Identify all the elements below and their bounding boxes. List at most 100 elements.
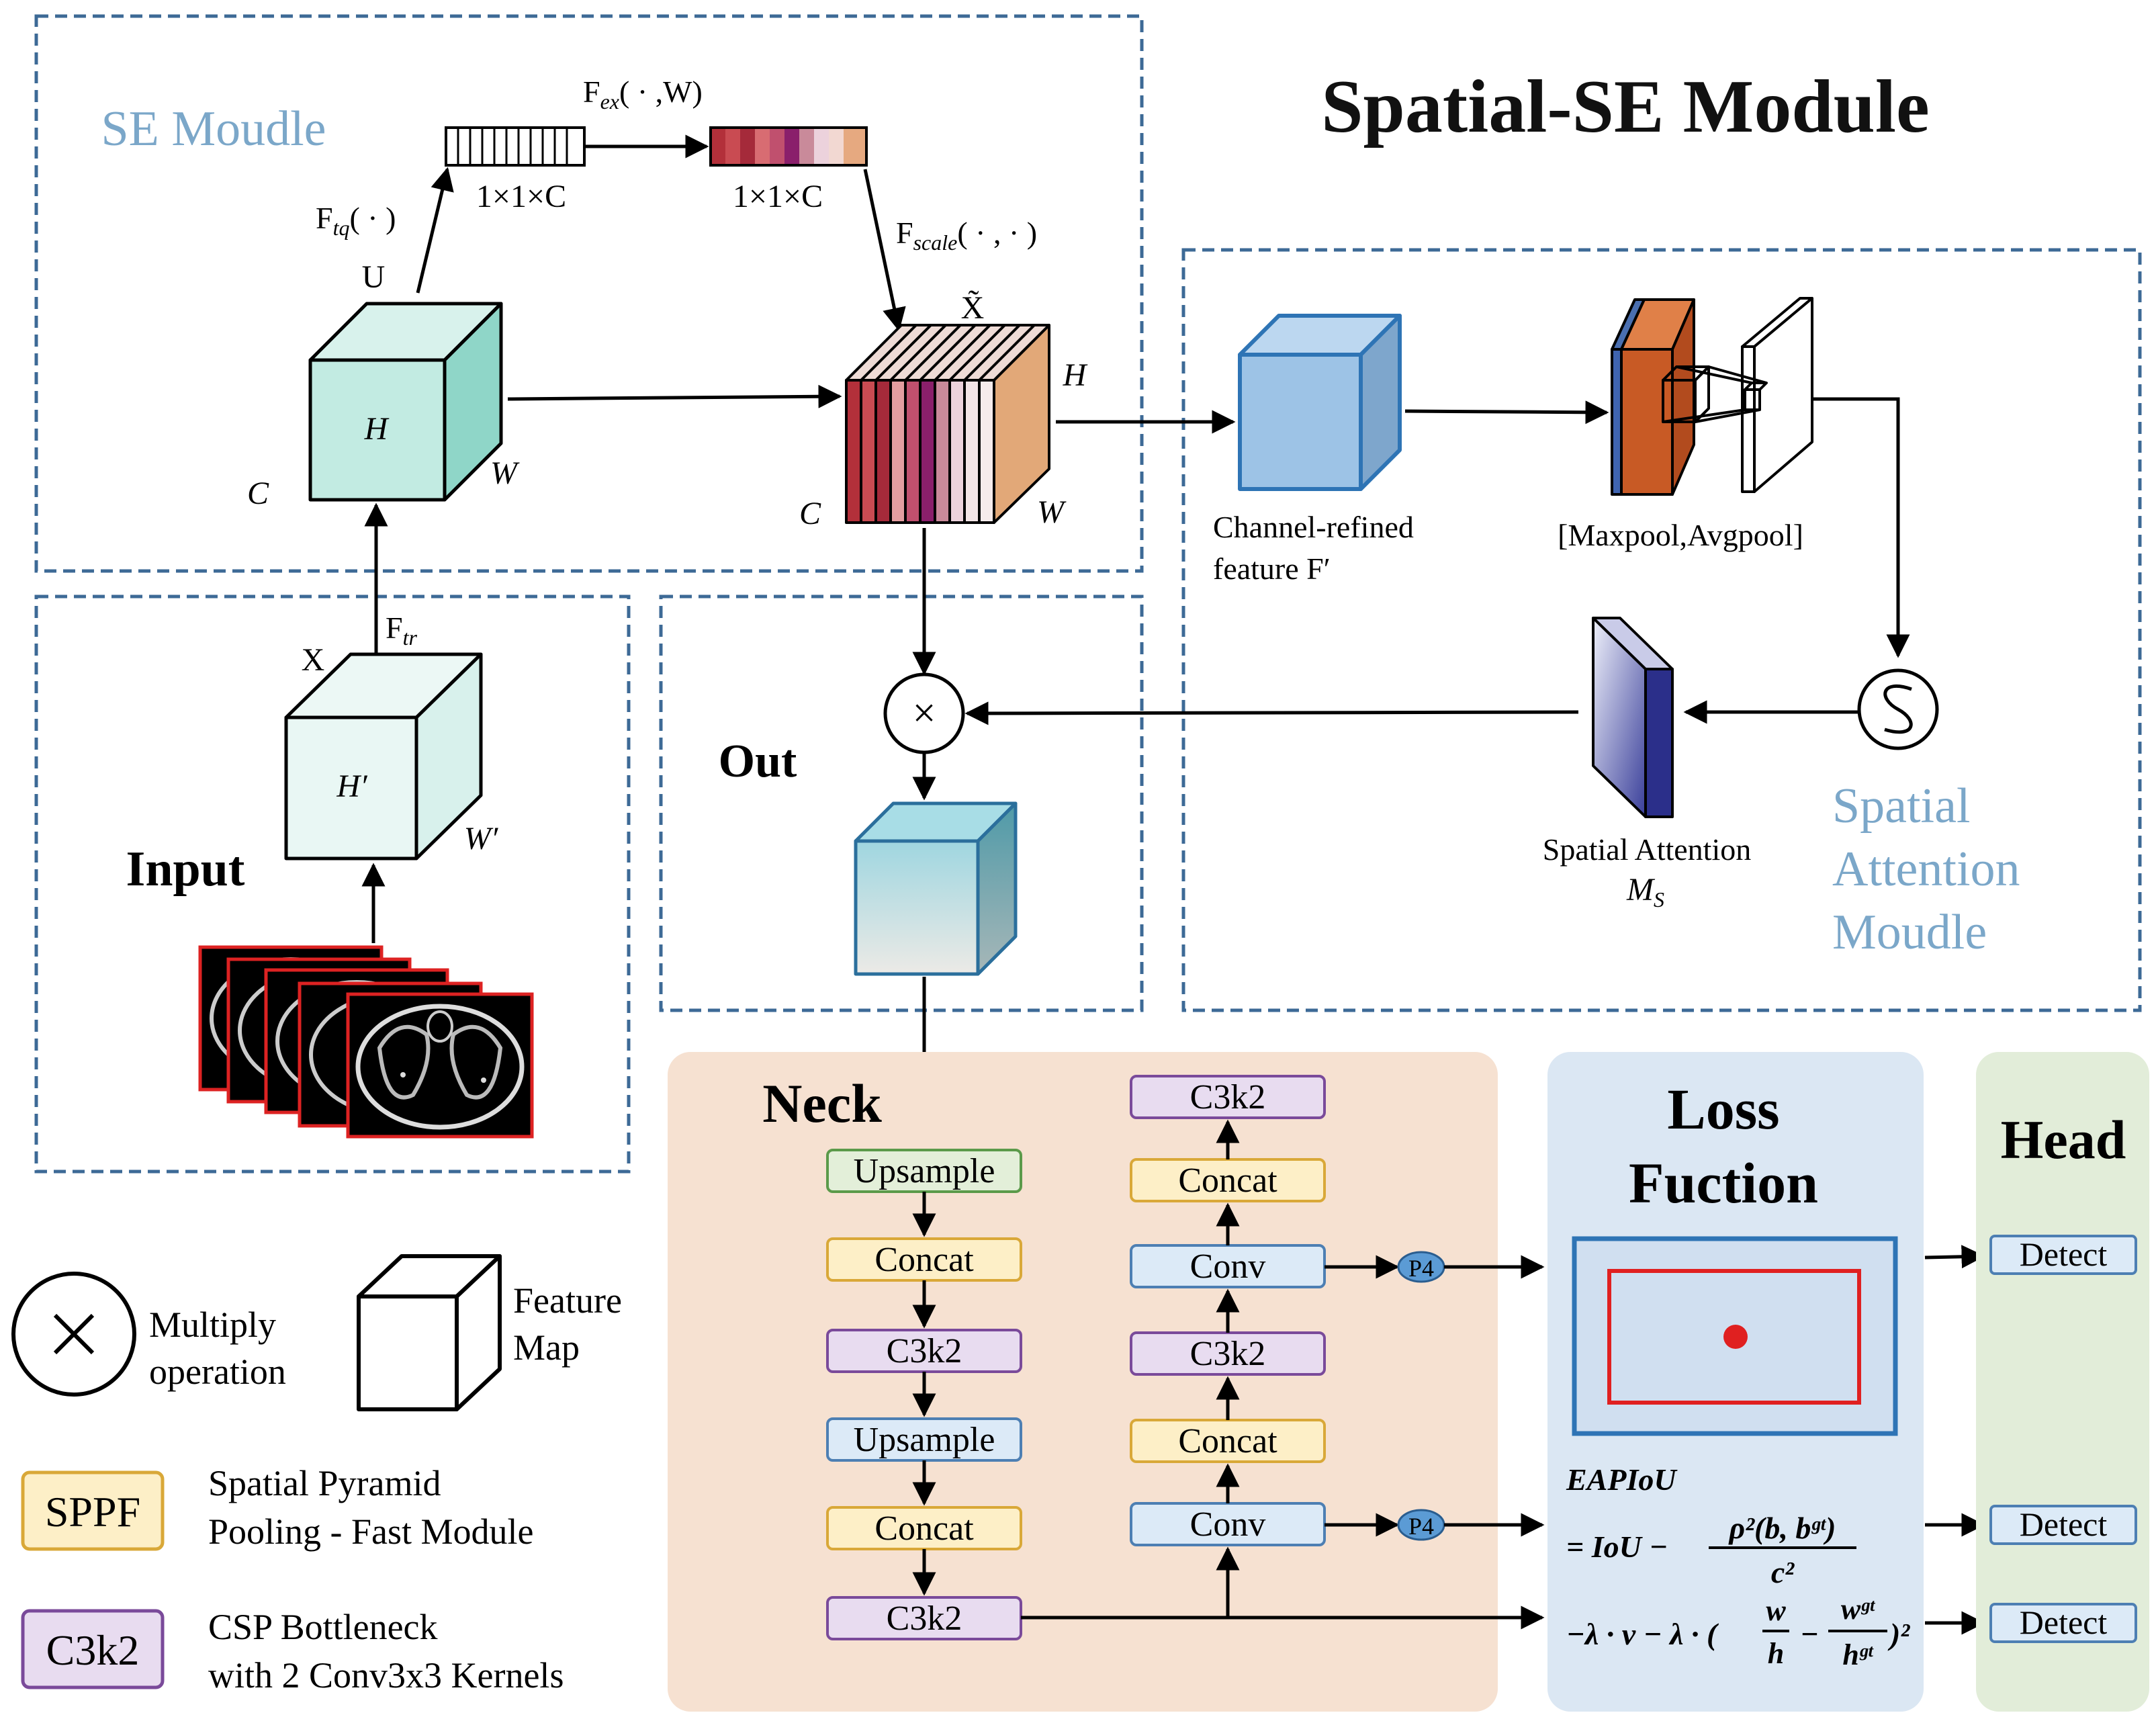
squeeze-vector [445,126,586,167]
legend-multiply-icon [11,1272,136,1397]
pooled-feature-maps [1611,297,1813,496]
neck-left-concat-1: Concat [826,1237,1022,1282]
svg-text:−: − [1800,1617,1819,1651]
neck-left-upsample-2: Upsample [826,1417,1022,1462]
neck-panel [668,1052,1498,1712]
main-title: Spatial-SE Module [1321,65,1930,148]
u-feature-cube [308,302,503,502]
svg-text:h: h [1768,1637,1784,1670]
neck-left-concat-2: Concat [826,1506,1022,1550]
svg-text:Upsample: Upsample [854,1152,995,1190]
spatial-attention-map [1592,617,1674,818]
svg-text:Concat: Concat [874,1241,974,1279]
se-module-frame [34,14,1144,573]
h-prime-label: H′ [336,768,368,804]
x-feature-cube [284,652,483,861]
eapiou-equation: EAPIoU = IoU − ρ²(b, bᵍᵗ) c² −λ · v − λ … [1566,1462,1910,1671]
loss-to-detect-arrows [1924,1245,1985,1635]
f-ex-label: Fex( · ,W) [583,75,703,114]
xtilde-h-label: H [1063,357,1088,393]
svg-text:= IoU −: = IoU − [1566,1530,1668,1564]
x-label: X [302,642,325,678]
svg-text:Detect: Detect [2020,1603,2108,1641]
detect-box-2: Detect [1989,1505,2137,1545]
svg-text:Conv: Conv [1190,1247,1266,1286]
u-h-label: H [364,411,390,447]
legend-feature-map-icon [357,1254,502,1411]
u-w-label: W [490,455,520,491]
out-module-frame [659,594,1144,1012]
xtilde-c-label: C [799,496,821,531]
svg-text:−λ · v − λ · (: −λ · v − λ · ( [1566,1617,1719,1651]
ct-image-stack [198,945,534,1139]
f-scale-label: Fscale( · , · ) [896,216,1037,255]
svg-text:Upsample: Upsample [854,1421,995,1459]
svg-text:P4: P4 [1408,1255,1434,1282]
sigmoid-circle [1857,668,1939,750]
svg-text:w: w [1766,1594,1786,1627]
svg-text:wᵍᵗ: wᵍᵗ [1841,1593,1876,1626]
ct-slice-5 [346,992,534,1139]
svg-text:C3k2: C3k2 [887,1332,962,1370]
head-panel [1976,1052,2149,1712]
f-tq-label: Ftq( · ) [316,201,396,240]
p4-badge-bottom: P4 [1397,1509,1445,1541]
neck-right-conv-top: Conv [1130,1244,1326,1288]
f-tr-label: Ftr [386,611,417,650]
legend-sppf-box: SPPF [21,1470,165,1551]
svg-text:C3k2: C3k2 [46,1626,140,1674]
neck-left-upsample-1: Upsample [826,1149,1022,1193]
ms-label: MS [1626,872,1664,912]
xtilde-feature-stack [845,324,1050,524]
svg-text:Concat: Concat [1178,1422,1277,1460]
svg-text:×: × [913,691,936,736]
u-c-label: C [247,476,269,511]
vec1-label: 1×1×C [476,179,566,214]
svg-text:Concat: Concat [874,1509,974,1548]
svg-text:)²: )² [1887,1617,1910,1651]
excitation-vector [709,126,868,167]
vec2-label: 1×1×C [733,179,823,214]
w-prime-label: W′ [464,821,499,856]
multiply-circle: × [883,672,965,754]
bbox-illustration [1572,1236,1898,1436]
neck-left-c3k2-1: C3k2 [826,1329,1022,1373]
svg-text:hᵍᵗ: hᵍᵗ [1842,1638,1874,1671]
spatial-module-frame [1181,248,2142,1012]
svg-text:Concat: Concat [1178,1161,1277,1200]
svg-text:C3k2: C3k2 [887,1599,962,1638]
svg-text:P4: P4 [1408,1513,1434,1540]
neck-left-c3k2-2: C3k2 [826,1596,1022,1640]
spatial-attention-label: Spatial Attention [1543,832,1751,867]
svg-text:C3k2: C3k2 [1190,1078,1266,1116]
neck-right-concat-mid: Concat [1130,1419,1326,1463]
input-label: Input [126,842,245,897]
f-tq-arrow [416,167,454,294]
svg-text:Detect: Detect [2020,1505,2108,1543]
se-module-label: SE Moudle [101,101,326,157]
u-to-xtilde-arrow [507,384,842,408]
out-label: Out [719,736,797,787]
xtilde-label: X̃ [961,290,985,326]
svg-text:Detect: Detect [2020,1235,2108,1273]
head-label: Head [2001,1109,2126,1170]
refined-to-pool-arrow [1404,400,1609,425]
neck-right-concat-top: Concat [1130,1158,1326,1202]
neck-right-c3k2-mid: C3k2 [1130,1331,1326,1376]
svg-text:SPPF: SPPF [45,1488,140,1536]
sa-to-multiply-arrow [964,701,1579,725]
svg-text:Conv: Conv [1190,1505,1266,1544]
svg-text:EAPIoU: EAPIoU [1566,1462,1678,1497]
u-label: U [362,259,386,295]
neck-label: Neck [762,1073,882,1134]
svg-text:c²: c² [1771,1555,1795,1589]
out-feature-cube [854,801,1018,976]
